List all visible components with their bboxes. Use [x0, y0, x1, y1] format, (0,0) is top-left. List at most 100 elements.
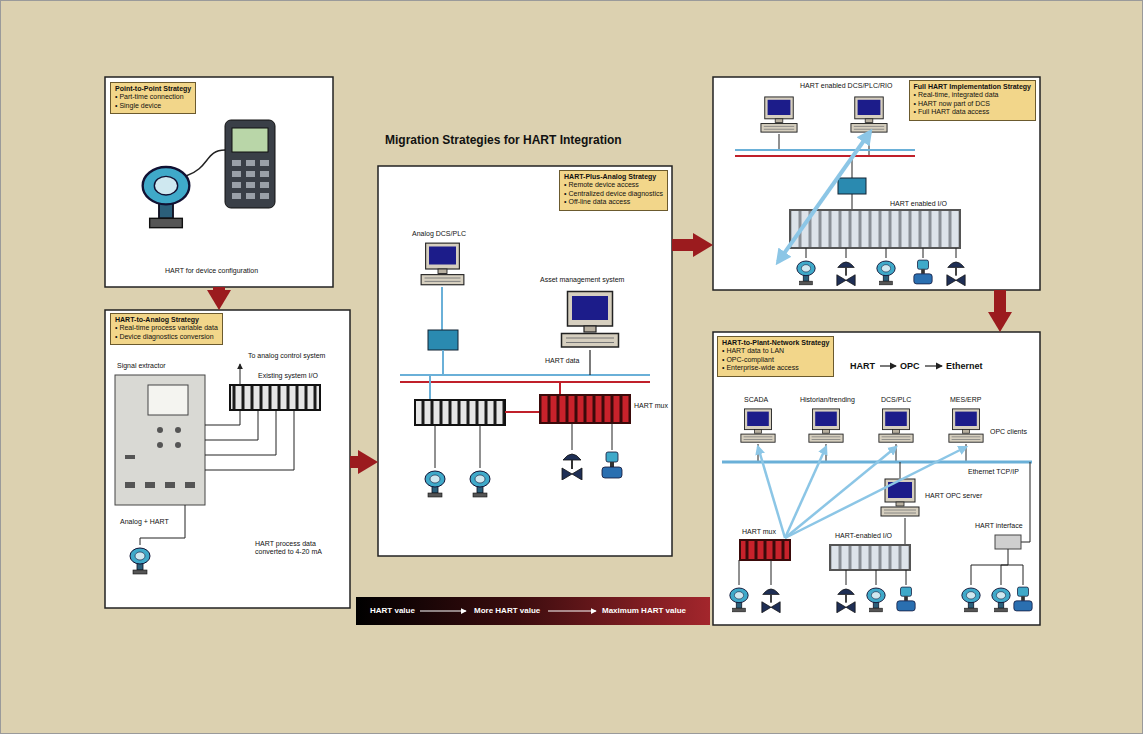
- computer-icon: [851, 97, 887, 132]
- control-network: [735, 149, 915, 151]
- network-wire: [905, 518, 906, 545]
- strategy-panel: HART-to-Analog Strategy• Real-time proce…: [105, 310, 350, 608]
- device-wires: [435, 425, 480, 468]
- network-wire: [1021, 462, 1030, 542]
- controller-box: [428, 330, 458, 350]
- signal-wires: [205, 410, 294, 470]
- panel-frame: [713, 77, 1040, 290]
- valve-icon: [947, 262, 965, 286]
- strategy-header: HART-to-Analog Strategy• Real-time proce…: [110, 313, 223, 345]
- hart-network: [735, 155, 915, 157]
- strategy-bullet: • Part-time connection: [115, 93, 191, 101]
- hart-io-rack: [830, 545, 910, 570]
- cable: [186, 150, 225, 176]
- device-label: To analog control system: [248, 352, 325, 360]
- device-wires: [572, 423, 612, 450]
- hart-to-analog-illustration: [105, 310, 350, 608]
- device-label: Analog + HART: [120, 518, 169, 526]
- computer-icon: [761, 97, 797, 132]
- hart-network: [400, 381, 650, 383]
- device-wires: [806, 248, 956, 258]
- device-label: Ethernet TCP/IP: [968, 468, 1019, 476]
- strategy-header: Point-to-Point Strategy• Part-time conne…: [110, 82, 196, 114]
- value-label: More HART value: [474, 606, 540, 616]
- flowmeter-icon: [897, 587, 915, 611]
- transmitter-icon: [797, 261, 815, 285]
- network-wire: [442, 350, 444, 375]
- signal-arrow: [240, 364, 241, 385]
- device-label: HART process data converted to 4-20 mA: [255, 540, 347, 557]
- hart-plus-analog-illustration: [378, 166, 672, 556]
- strategy-bullet: • OPC-compliant: [722, 356, 829, 364]
- transmitter-icon: [470, 471, 490, 497]
- valve-icon: [837, 262, 855, 286]
- transmitter-icon: [992, 588, 1010, 612]
- computer-icon: [949, 409, 983, 442]
- device-label: HART mux: [742, 528, 776, 536]
- strategy-bullet: • Real-time process variable data: [115, 324, 218, 332]
- full-hart-illustration: [713, 77, 1040, 290]
- valve-icon: [837, 589, 855, 613]
- strategy-bullet: • Single device: [115, 102, 191, 110]
- io-rack: [230, 385, 320, 410]
- hart-mux-rack: [740, 540, 790, 560]
- network-wire: [758, 444, 966, 462]
- point-to-point-illustration: [105, 77, 333, 287]
- strategy-heading: Point-to-Point Strategy: [115, 85, 191, 93]
- strategy-bullet: • Real-time, integrated data: [914, 91, 1031, 99]
- device-label: HART data: [545, 357, 579, 365]
- panel-frame: [713, 332, 1040, 625]
- strategy-heading: HART-to-Plant-Network Strategy: [722, 339, 829, 347]
- plant-network-illustration: [713, 332, 1040, 625]
- strategy-panel: HART-to-Plant-Network Strategy• HART dat…: [713, 332, 1040, 625]
- strategy-heading: HART-to-Analog Strategy: [115, 316, 218, 324]
- device-label: HART OPC server: [925, 492, 982, 500]
- network-wire: [429, 375, 431, 400]
- migration-arrow: [213, 287, 225, 290]
- device-label: HART mux: [634, 402, 668, 410]
- computer-icon: [421, 243, 464, 285]
- computer-icon: [881, 479, 919, 516]
- device-wires: [739, 549, 1023, 585]
- transmitter-icon: [962, 588, 980, 612]
- data-access-arrow: [778, 132, 870, 262]
- device-label: DCS/PLC: [881, 396, 911, 404]
- flowmeter-icon: [602, 452, 622, 478]
- valve-icon: [762, 589, 780, 613]
- value-arrow: [548, 610, 596, 611]
- device-label: SCADA: [744, 396, 768, 404]
- hart-wire: [505, 411, 540, 413]
- strategy-bullet: • HART data to LAN: [722, 347, 829, 355]
- strategy-bullet: • Device diagnostics conversion: [115, 333, 218, 341]
- flow-arrow-small: [880, 365, 896, 366]
- network-wire: [900, 462, 901, 478]
- strategy-bullet: • Off-line data access: [564, 198, 663, 206]
- strategy-header: HART-to-Plant-Network Strategy• HART dat…: [717, 336, 834, 377]
- device-label: Asset management system: [540, 276, 624, 284]
- flow-arrow-small: [925, 365, 942, 366]
- transmitter-icon: [877, 261, 895, 285]
- hart-mux-rack: [540, 395, 630, 423]
- device-label: OPC clients: [990, 428, 1027, 436]
- panel-frame: [378, 166, 672, 556]
- value-band-graphic: [356, 597, 710, 625]
- strategy-header: HART-Plus-Analog Strategy• Remote device…: [559, 170, 668, 211]
- value-band: HART valueMore HART valueMaximum HART va…: [356, 597, 710, 625]
- strategy-heading: Full HART Implementation Strategy: [914, 83, 1031, 91]
- computer-icon: [741, 409, 775, 442]
- strategy-panel: HART-Plus-Analog Strategy• Remote device…: [378, 166, 672, 556]
- computer-icon: [562, 292, 619, 348]
- device-label: HART enabled I/O: [890, 200, 947, 208]
- device-label: OPC: [900, 361, 920, 372]
- computer-icon: [809, 409, 843, 442]
- migration-arrow: [350, 456, 358, 468]
- device-label: Analog DCS/PLC: [412, 230, 466, 238]
- panel-frame: [105, 77, 333, 287]
- hart-io-rack: [790, 210, 960, 248]
- network-wire: [589, 350, 590, 375]
- device-label: Ethernet: [946, 361, 983, 372]
- strategy-bullet: • HART now part of DCS: [914, 100, 1031, 108]
- strategy-bullet: • Full HART data access: [914, 108, 1031, 116]
